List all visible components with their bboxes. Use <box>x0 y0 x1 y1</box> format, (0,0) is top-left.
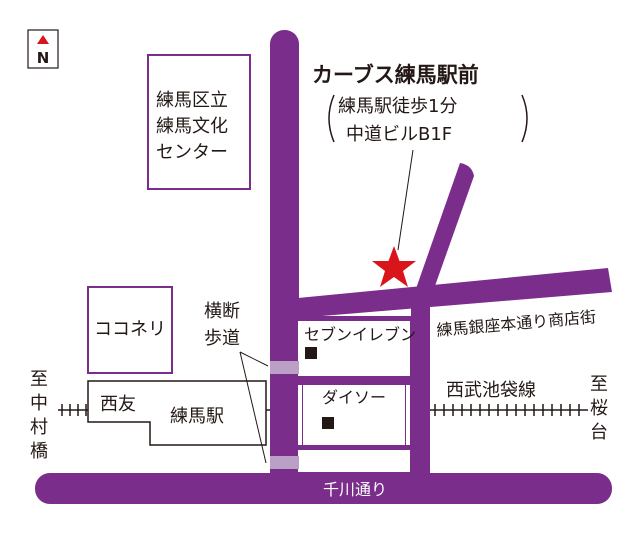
crosswalk-north <box>270 361 299 374</box>
culture-center-line3: センター <box>156 142 228 163</box>
svg-text:至: 至 <box>590 374 608 395</box>
shopping-street-road <box>298 268 612 318</box>
north-compass-icon: N <box>27 29 59 69</box>
senkawa-label: 千川通り <box>323 480 387 499</box>
direction-west: 至 中 村 橋 <box>30 369 48 462</box>
destination-star-icon <box>372 246 416 287</box>
railway-label: 西武池袋線 <box>446 380 536 401</box>
senkawa-road <box>35 473 612 504</box>
culture-center-line1: 練馬区立 <box>156 90 228 111</box>
culture-center-line2: 練馬文化 <box>156 116 228 137</box>
coconeri-label: ココネリ <box>94 319 166 340</box>
direction-east: 至 桜 台 <box>590 374 608 443</box>
station-label: 練馬駅 <box>170 406 224 427</box>
svg-text:台: 台 <box>590 422 608 443</box>
svg-text:橋: 橋 <box>30 441 48 462</box>
south-block <box>298 450 410 472</box>
daiso-marker-icon <box>322 417 334 429</box>
compass-label: N <box>37 49 50 67</box>
seiyu-label: 西友 <box>100 394 136 415</box>
coconeri-box <box>87 286 173 374</box>
destination-name: カーブス練馬駅前 <box>312 63 479 87</box>
daiso-block <box>303 385 405 445</box>
svg-text:至: 至 <box>30 369 48 390</box>
svg-text:桜: 桜 <box>590 398 608 419</box>
station-building <box>87 380 267 446</box>
main-road-vertical <box>270 30 299 500</box>
destination-line1: 練馬駅徒歩1分 <box>338 96 457 117</box>
crosswalk-south <box>270 456 299 469</box>
crosswalk-label-line2: 歩道 <box>204 328 240 349</box>
seven-eleven-label: セブンイレブン <box>304 325 416 344</box>
diagonal-road <box>412 163 474 300</box>
destination-line2: 中道ビルB1F <box>346 124 452 145</box>
svg-text:中: 中 <box>30 393 48 414</box>
east-road-vertical <box>411 290 430 490</box>
shopping-street-label: 練馬銀座本通り商店街 <box>436 307 597 340</box>
daiso-label: ダイソー <box>322 388 386 407</box>
svg-text:村: 村 <box>30 417 48 438</box>
seven-eleven-marker-icon <box>305 347 317 359</box>
culture-center-box <box>147 54 251 190</box>
crosswalk-label-line1: 横断 <box>204 301 240 322</box>
